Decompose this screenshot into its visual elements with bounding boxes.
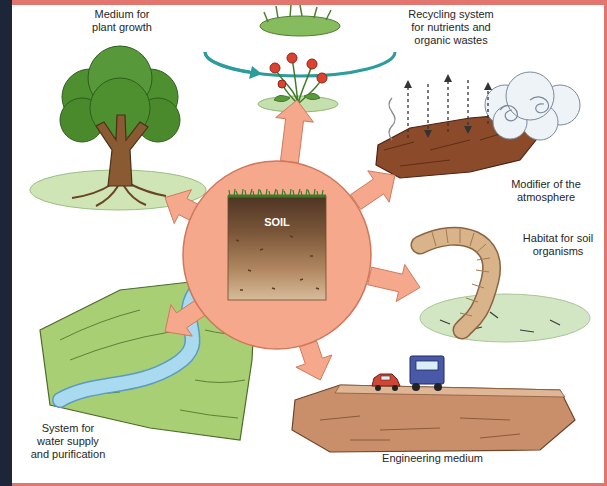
function-label: Medium for plant growth — [86, 8, 158, 34]
function-arrow — [276, 100, 314, 163]
function-arrow — [368, 264, 420, 301]
engineering-illustration-part — [416, 361, 438, 370]
soil-circle: SOIL — [182, 160, 374, 350]
recycling-illustration-part — [270, 63, 280, 73]
atmosphere-illustration-part — [485, 85, 525, 125]
atmosphere-illustration-part — [376, 112, 548, 178]
recycling-illustration-part — [260, 16, 340, 36]
soil-profile-part — [228, 195, 326, 198]
function-label: Modifier of the atmosphere — [500, 178, 592, 204]
tree-illustration-part — [72, 184, 166, 206]
atmosphere-illustration-part — [540, 85, 580, 125]
habitat-illustration-part — [420, 236, 492, 330]
function-arrow — [351, 171, 395, 210]
engineering-illustration-part — [381, 376, 390, 380]
function-label: Recycling system for nutrients and organ… — [402, 8, 500, 47]
atmosphere-illustration-part — [384, 128, 520, 166]
recycling-illustration-part — [317, 73, 327, 83]
habitat-illustration-part — [440, 312, 560, 332]
recycling-illustration-part — [274, 93, 320, 101]
atmosphere-illustration-part — [484, 82, 492, 90]
tree-illustration-part — [136, 98, 180, 142]
atmosphere-illustration-part — [424, 130, 432, 138]
engineering-illustration-part — [412, 383, 420, 391]
engineering-illustration-part — [335, 385, 565, 397]
circle-outline-shape — [183, 161, 371, 349]
engineering-illustration-part — [392, 385, 398, 391]
engineering-illustration-part — [375, 385, 381, 391]
atmosphere-illustration-part — [522, 104, 558, 140]
tree-illustration — [30, 46, 206, 210]
tree-illustration-part — [60, 98, 104, 142]
function-panel: Modifier of the atmosphere — [395, 70, 600, 215]
circle-outline — [182, 160, 374, 350]
soil-profile-part — [228, 196, 326, 300]
recycling-illustration-part — [278, 80, 286, 88]
function-label: System for water supply and purification — [28, 422, 108, 461]
tree-illustration-part — [96, 115, 148, 186]
recycling-illustration-part — [249, 66, 262, 79]
function-panel: Habitat for soil organisms — [420, 215, 600, 345]
recycling-illustration-part — [258, 96, 338, 112]
recycling-illustration-part — [205, 52, 395, 76]
atmosphere-illustration-part — [493, 105, 527, 139]
function-panel: System for water supply and purification — [25, 270, 165, 475]
function-panel: Engineering medium — [290, 380, 575, 475]
recycling-illustration-part — [275, 58, 322, 104]
habitat-illustration-part — [432, 229, 490, 316]
recycling-illustration-part — [264, 5, 331, 22]
habitat-illustration-part — [420, 236, 492, 330]
function-panel: Recycling system for nutrients and organ… — [205, 4, 530, 100]
tree-illustration-part — [30, 170, 206, 210]
engineering-illustration-part — [372, 374, 400, 386]
atmosphere-illustration-part — [389, 98, 395, 140]
function-arrow — [296, 341, 332, 380]
engineering-illustration — [292, 356, 575, 452]
atmosphere-illustration-part — [404, 80, 412, 88]
water-illustration-part — [60, 286, 200, 400]
engineering-illustration-part — [410, 356, 444, 384]
engineering-illustration-part — [434, 383, 442, 391]
atmosphere-illustration — [376, 72, 580, 178]
tree-illustration-part — [122, 69, 178, 125]
soil-profile-part — [236, 236, 319, 290]
tree-illustration-part — [90, 78, 150, 138]
atmosphere-illustration-part — [444, 74, 452, 82]
atmosphere-illustration-part — [464, 126, 472, 134]
recycling-illustration-part — [287, 53, 297, 63]
function-panel: Medium for plant growth — [30, 6, 165, 210]
engineering-illustration-part — [292, 385, 575, 452]
soil-profile — [228, 189, 326, 300]
tree-illustration-part — [62, 69, 118, 125]
recycling-illustration — [205, 5, 395, 112]
habitat-illustration-part — [420, 294, 590, 342]
water-illustration-part — [60, 286, 200, 400]
atmosphere-illustration-part — [408, 80, 488, 138]
engineering-illustration-part — [320, 416, 520, 440]
atmosphere-illustration-part — [500, 97, 549, 121]
tree-illustration-part — [88, 46, 152, 110]
function-label: Habitat for soil organisms — [520, 232, 596, 258]
recycling-illustration-part — [205, 52, 250, 72]
soil-profile-part — [229, 189, 323, 196]
function-label: Engineering medium — [370, 452, 495, 465]
hub-label: SOIL — [182, 216, 372, 229]
recycling-illustration-part — [307, 59, 317, 69]
atmosphere-illustration-part — [506, 72, 554, 120]
